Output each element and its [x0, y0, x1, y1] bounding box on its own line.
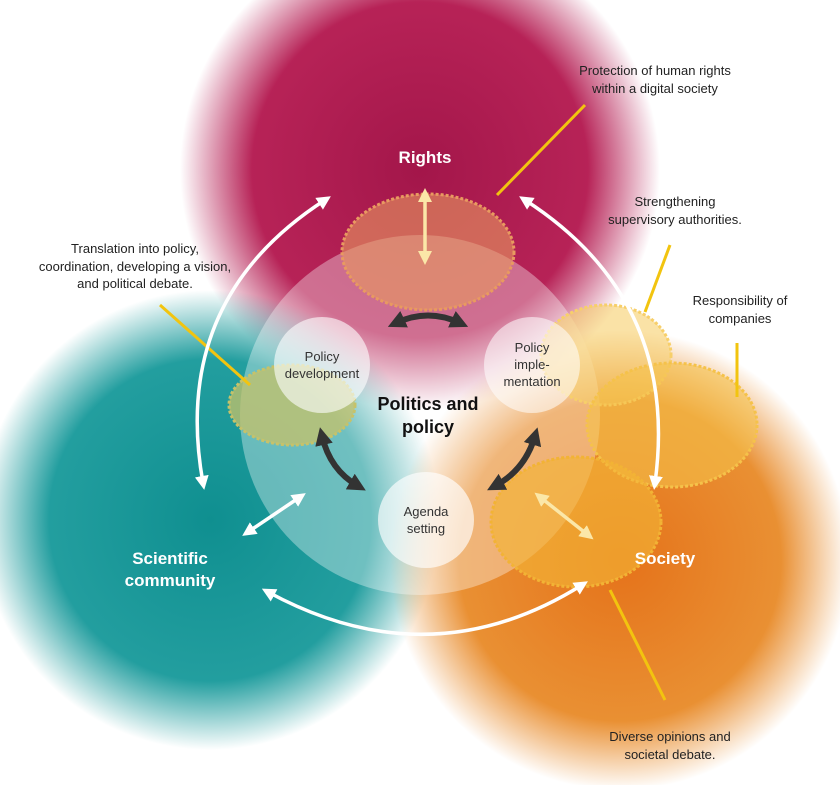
science-label-line2: community [124, 571, 216, 591]
callout-line: within a digital society [592, 80, 718, 96]
arrow-development-implementation [387, 311, 469, 328]
callout-line: Translation into policy, [71, 241, 199, 256]
callout-opinions: Diverse opinions and societal debate. [585, 728, 755, 763]
politics-label: Politics and policy [358, 393, 498, 440]
callout-line: companies [708, 310, 772, 326]
outer-arrows [194, 196, 663, 637]
arrow-rights-science [194, 196, 331, 490]
hub-line: Policy [514, 340, 550, 355]
hub-line: development [284, 365, 360, 381]
hub-line: mentation [503, 373, 561, 389]
arrow-science-center [242, 493, 306, 536]
arrow-development-agenda [315, 427, 366, 491]
arrow-rights-society [519, 196, 663, 490]
callout-line: Diverse opinions and [609, 729, 731, 744]
hub-line: Agenda [403, 504, 449, 519]
callout-line: societal debate. [624, 746, 716, 762]
callout-companies: Responsibility of companies [680, 292, 800, 327]
callout-human-rights: Protection of human rights within a digit… [540, 62, 770, 97]
policy-development-circle [274, 317, 370, 413]
callout-line-supervisory [643, 244, 672, 313]
society-label: Society [634, 549, 696, 568]
callout-line: Responsibility of [692, 293, 788, 308]
callout-line-human-rights [495, 103, 587, 197]
politics-label-line1: Politics and [377, 394, 479, 414]
callout-supervisory: Strengthening supervisory authorities. [590, 193, 760, 228]
science-label: Scientific community [95, 548, 245, 592]
callout-line: coordination, developing a vision, [38, 258, 232, 274]
hub-line: setting [406, 520, 446, 536]
arrow-science-society [261, 581, 588, 637]
arrow-society-center [534, 492, 594, 540]
policy-implementation-circle [484, 317, 580, 413]
rights-focus-area [340, 192, 516, 312]
arrow-implementation-agenda [487, 427, 542, 491]
cycle-arrows [315, 311, 542, 491]
politics-label-line2: policy [401, 417, 454, 438]
agenda-setting-circle [378, 472, 474, 568]
callout-line: supervisory authorities. [608, 211, 742, 227]
science-label-line1: Scientific [132, 549, 208, 568]
callout-line-opinions [608, 589, 667, 701]
callout-line: Protection of human rights [579, 63, 731, 78]
callout-line: Strengthening [634, 194, 716, 209]
callout-line: and political debate. [77, 276, 193, 292]
hub-line: Policy [304, 349, 340, 364]
rights-label: Rights [398, 148, 452, 167]
callout-translation: Translation into policy, coordination, de… [10, 240, 260, 293]
hub-line: imple- [514, 356, 550, 372]
